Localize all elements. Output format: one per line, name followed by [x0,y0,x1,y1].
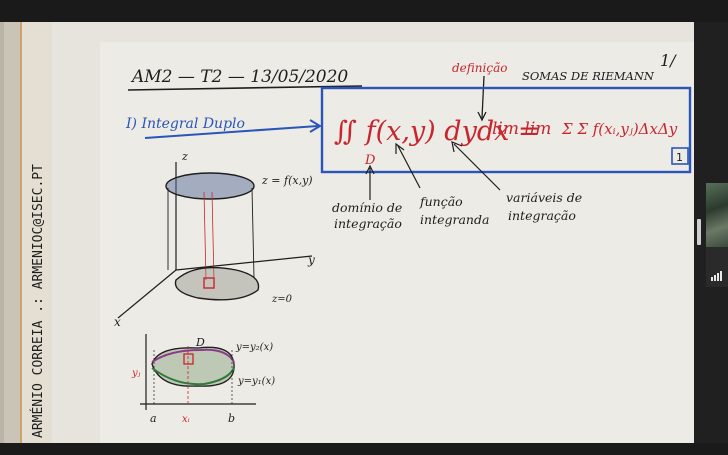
region-sketch: D y=y₂(x) y=y₁(x) a xᵢ b yⱼ [131,334,275,425]
bottom-bar [0,443,728,455]
volume-sketch: z y x z = f(x,y) z=0 [114,150,315,329]
axis-y-label: y [307,253,315,267]
tick-yj: yⱼ [131,368,141,379]
ann-vars-1: variáveis de [506,190,582,205]
curve-bottom-label: y=y₁(x) [237,376,275,387]
label-definicao: definição [452,61,507,75]
formula-box [320,86,692,174]
tick-xi: xᵢ [182,414,190,425]
plane-label: z=0 [271,294,293,305]
ann-func-1: função [419,194,463,209]
formula-sum: Σ Σ f(xᵢ,yⱼ)ΔxΔy [561,120,678,138]
axis-z-label: z [181,150,188,163]
top-toolbar [0,0,728,22]
region-D-label: D [195,336,205,349]
ann-domain-1: domínio de [332,200,402,215]
formula-limits: lim lim [492,119,551,139]
panel-resize-handle[interactable] [697,219,701,245]
surface-cap [165,172,255,200]
participant-status-bar [706,247,728,287]
region-D-3d [174,266,260,301]
surface-label: z = f(x,y) [261,174,313,187]
ann-vars-2: integração [508,208,576,223]
participant-thumbnail[interactable] [706,183,728,287]
whiteboard-canvas: AM2 — T2 — 13/05/2020 1/ I) Integral Dup… [0,22,694,443]
slide-heading: AM2 — T2 — 13/05/2020 [130,67,348,87]
tick-a: a [150,412,157,425]
axis-x-label: x [114,315,121,329]
formula-main: ∬ f(x,y) dydx = [334,116,541,147]
participant-video [706,183,728,247]
region-D-2d [151,346,235,387]
curve-top-label: y=y₂(x) [235,342,273,353]
signal-strength-icon [709,247,725,287]
shared-screen-video: AM2 — T2 — 13/05/2020 1/ I) Integral Dup… [0,22,694,443]
tick-b: b [228,412,235,425]
formula-domain: D [364,153,376,168]
author-strip: ARMÉNIO CORREIA .: ARMENIOC@ISEC.PT [30,164,46,438]
ann-func-2: integranda [420,212,489,227]
ann-domain-2: integração [334,216,402,231]
formula-box-number: 1 [676,151,683,164]
page-number: 1/ [660,51,677,70]
label-riemann: SOMAS DE RIEMANN [522,69,655,83]
topic-title: I) Integral Duplo [125,116,245,132]
